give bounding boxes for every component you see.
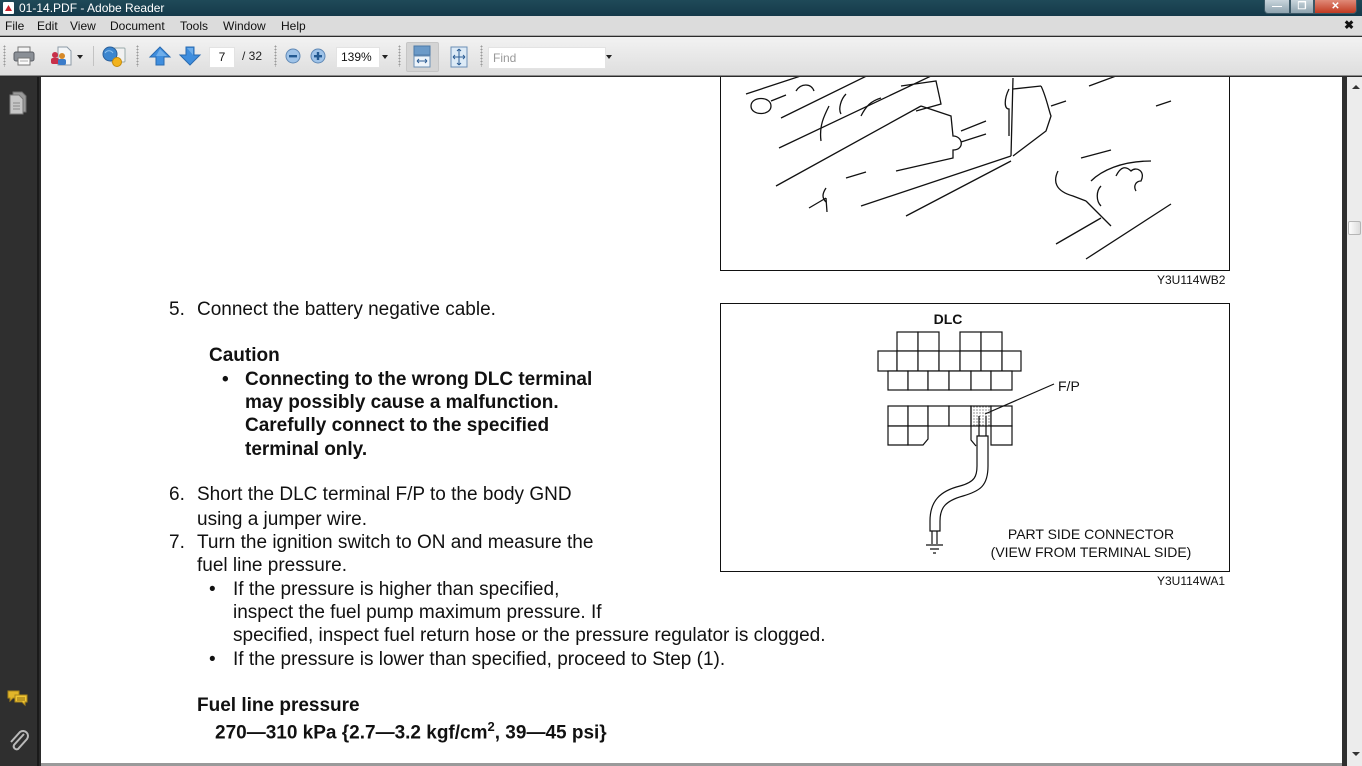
figure-1-code: Y3U114WB2 bbox=[1157, 273, 1226, 287]
caution-line: Connecting to the wrong DLC terminal bbox=[245, 369, 593, 390]
toolbar-grip[interactable] bbox=[480, 45, 483, 67]
spec-heading: Fuel line pressure bbox=[197, 695, 360, 716]
web-share-icon[interactable] bbox=[101, 45, 126, 67]
navigation-pane bbox=[0, 77, 39, 766]
scroll-down-arrow-icon[interactable] bbox=[1352, 752, 1360, 756]
bullet-lower-text: If the pressure is lower than specified,… bbox=[233, 649, 726, 670]
step-5-text: Connect the battery negative cable. bbox=[197, 299, 496, 320]
pages-icon[interactable] bbox=[8, 91, 28, 120]
engine-bay-illustration bbox=[720, 77, 1230, 271]
zoom-out-icon[interactable] bbox=[283, 47, 303, 65]
spec-value-part2: , 39—45 psi} bbox=[494, 722, 607, 744]
caution-bullet: • bbox=[222, 369, 229, 390]
caption-line-1: PART SIDE CONNECTOR bbox=[1008, 526, 1174, 542]
collaborate-dropdown-arrow[interactable] bbox=[77, 55, 83, 59]
attachments-icon[interactable] bbox=[8, 729, 30, 758]
spec-superscript: 2 bbox=[487, 719, 495, 734]
minimize-button[interactable]: — bbox=[1264, 0, 1290, 14]
scrollbar-thumb[interactable] bbox=[1348, 221, 1361, 235]
page-number-input[interactable]: 7 bbox=[209, 47, 235, 68]
menu-file[interactable]: File bbox=[5, 19, 25, 33]
find-input[interactable]: Find bbox=[488, 47, 606, 69]
bullet-higher-text: specified, inspect fuel return hose or t… bbox=[233, 625, 826, 646]
spec-value: 270—310 kPa {2.7—3.2 kgf/cm2, 39—45 psi} bbox=[215, 719, 607, 744]
pdf-page: Y3U114WB2 bbox=[41, 77, 1342, 763]
collaborate-icon[interactable] bbox=[49, 45, 73, 67]
zoom-dropdown-arrow[interactable] bbox=[382, 55, 388, 59]
close-icon: ✕ bbox=[1331, 0, 1340, 12]
step-7-number: 7. bbox=[169, 532, 185, 553]
toolbar-grip[interactable] bbox=[398, 45, 401, 67]
menu-tools[interactable]: Tools bbox=[180, 19, 209, 33]
step-5-number: 5. bbox=[169, 299, 185, 320]
menu-document[interactable]: Document bbox=[110, 19, 165, 33]
window-title: 01-14.PDF - Adobe Reader bbox=[19, 1, 165, 15]
zoom-level-input[interactable]: 139% bbox=[336, 47, 380, 68]
fp-terminal-label: F/P bbox=[1058, 378, 1080, 394]
vertical-scrollbar[interactable] bbox=[1342, 77, 1362, 766]
spec-value-part1: 270—310 kPa {2.7—3.2 kgf/cm bbox=[215, 722, 488, 744]
document-viewport[interactable]: Y3U114WB2 bbox=[41, 77, 1342, 766]
close-button[interactable]: ✕ bbox=[1314, 0, 1357, 14]
step-6-text: Short the DLC terminal F/P to the body G… bbox=[197, 484, 572, 505]
menu-window[interactable]: Window bbox=[223, 19, 266, 33]
toolbar: 7 / 32 139% Find bbox=[0, 37, 1362, 76]
toolbar-separator bbox=[93, 46, 94, 66]
toolbar-grip[interactable] bbox=[3, 45, 6, 67]
dlc-connector-drawing: DLC F/P PART SIDE CONNECTOR (VIEW FROM T… bbox=[877, 311, 1192, 560]
dlc-label: DLC bbox=[934, 311, 963, 327]
step-6-text: using a jumper wire. bbox=[197, 509, 368, 530]
figure-2-code: Y3U114WA1 bbox=[1157, 574, 1226, 588]
bullet-higher-text: inspect the fuel pump maximum pressure. … bbox=[233, 602, 602, 623]
caption-line-2: (VIEW FROM TERMINAL SIDE) bbox=[991, 544, 1192, 560]
step-6-number: 6. bbox=[169, 484, 185, 505]
close-document-icon[interactable]: ✖ bbox=[1343, 18, 1354, 32]
menu-view[interactable]: View bbox=[70, 19, 96, 33]
bullet-dot: • bbox=[209, 649, 216, 670]
previous-page-icon[interactable] bbox=[148, 45, 172, 67]
step-7-text: Turn the ignition switch to ON and measu… bbox=[197, 532, 594, 553]
find-dropdown-arrow[interactable] bbox=[606, 55, 612, 59]
adobe-reader-icon bbox=[3, 2, 14, 14]
maximize-button[interactable]: ❐ bbox=[1290, 0, 1314, 14]
caution-line: Carefully connect to the specified bbox=[245, 415, 550, 436]
print-icon[interactable] bbox=[12, 45, 36, 67]
toolbar-grip[interactable] bbox=[136, 45, 139, 67]
zoom-in-icon[interactable] bbox=[308, 47, 328, 65]
page-bottom-border bbox=[41, 763, 1342, 766]
caution-line: may possibly cause a malfunction. bbox=[245, 392, 559, 413]
page-total: / 32 bbox=[242, 49, 263, 63]
restore-icon: ❐ bbox=[1297, 0, 1307, 12]
caution-line: terminal only. bbox=[245, 439, 368, 460]
engine-bay-drawing bbox=[745, 77, 1172, 260]
scroll-up-arrow-icon[interactable] bbox=[1352, 85, 1360, 89]
bullet-dot: • bbox=[209, 579, 216, 600]
fit-page-icon[interactable] bbox=[448, 45, 470, 69]
fit-width-icon[interactable] bbox=[411, 45, 433, 69]
step-7-text: fuel line pressure. bbox=[197, 555, 347, 576]
menu-help[interactable]: Help bbox=[281, 19, 306, 33]
title-bar: 01-14.PDF - Adobe Reader — ❐ ✕ bbox=[0, 0, 1362, 16]
next-page-icon[interactable] bbox=[178, 45, 202, 67]
dlc-connector-diagram: DLC F/P PART SIDE CONNECTOR (VIEW FROM T… bbox=[720, 303, 1230, 572]
toolbar-grip[interactable] bbox=[274, 45, 277, 67]
menu-edit[interactable]: Edit bbox=[37, 19, 58, 33]
caution-heading: Caution bbox=[209, 345, 280, 366]
comments-icon[interactable] bbox=[6, 688, 30, 713]
menu-bar: File Edit View Document Tools Window Hel… bbox=[0, 16, 1362, 36]
bullet-higher-text: If the pressure is higher than specified… bbox=[233, 579, 560, 600]
minimize-icon: — bbox=[1272, 0, 1282, 12]
